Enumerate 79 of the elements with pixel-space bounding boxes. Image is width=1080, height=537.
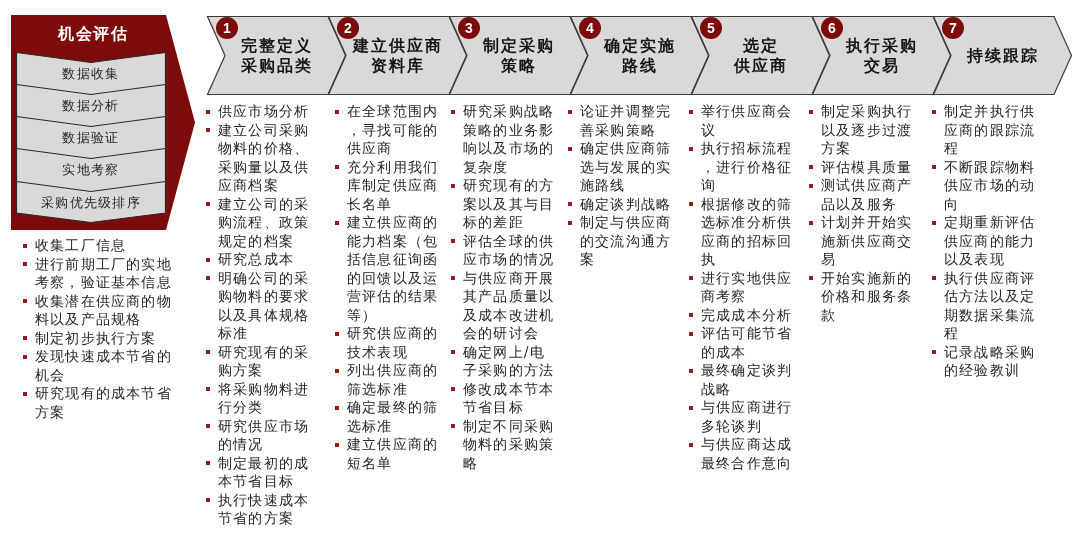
bullet-text: 进行前期工厂的实地考察，验证基本信息: [35, 254, 173, 292]
bullet-text: 确定网上/电子采购的方法: [463, 342, 556, 380]
bullet-text: 修改成本节本节省目标: [463, 379, 556, 417]
process-chevron: [933, 16, 1072, 95]
step-band: [16, 116, 166, 148]
bullet-text: 举行供应商会议: [701, 102, 794, 139]
bullet-text: 执行供应商评估方法以及定期数据采集流程: [944, 268, 1037, 343]
step-band: [16, 84, 166, 116]
process-chevron: [691, 16, 830, 95]
bullet-text: 发现快速成本节省的机会: [35, 347, 173, 384]
chevron-label: 持续跟踪: [967, 46, 1039, 66]
bullet-text: 列出供应商的筛选标准: [347, 361, 440, 398]
bullet-text: 测试供应商产品以及服务: [821, 176, 914, 213]
bullet-text: 建立公司的采购流程、政策规定的档案: [218, 194, 311, 250]
bullet-text: 制定并执行供应商的跟踪流程: [944, 102, 1037, 158]
chevron-label: 选定供应商: [734, 36, 788, 76]
chevron-label: 完整定义采购品类: [241, 36, 313, 76]
bullet-text: 评估可能节省的成本: [701, 324, 794, 361]
bullet-text: 充分利用我们库制定供应商长名单: [347, 157, 440, 213]
bullet-text: 执行招标流程，进行价格征询: [701, 139, 794, 195]
step-label: 采购优先级排序: [40, 195, 142, 211]
bullet-text: 最终确定谈判战略: [701, 361, 794, 398]
bullet-text: 不断跟踪物料供应市场的动向: [944, 157, 1037, 213]
bullet-text: 研究现有的方案以及其与目标的差距: [463, 176, 556, 232]
bullet-text: 建立供应商的短名单: [347, 435, 440, 472]
bullet-text: 研究总成本: [218, 250, 294, 269]
bullet-text: 供应市场分析: [218, 102, 310, 121]
bullet-text: 定期重新评估供应商的能力以及表现: [944, 213, 1037, 269]
process-chevron: [812, 16, 951, 95]
bullet-text: 与供应商达成最终合作意向: [701, 435, 794, 472]
bullet-text: 计划并开始实施新供应商交易: [821, 213, 914, 269]
bullet-text: 确定谈判战略: [580, 194, 672, 213]
bullet-text: 制定初步执行方案: [35, 328, 157, 347]
bullet-text: 研究现有的成本节省方案: [35, 384, 173, 421]
process-chevron: [328, 16, 467, 95]
bullet-text: 建立供应商的能力档案（包括信息征询函的回馈以及运营评估的结果等）: [347, 213, 440, 324]
bullet-text: 评估模具质量: [821, 157, 913, 176]
bullet-text: 研究供应商的技术表现: [347, 324, 440, 361]
step-band: [16, 148, 166, 181]
step-label: 实地考察: [62, 162, 120, 178]
bullet-text: 制定与供应商的交流沟通方案: [580, 213, 673, 269]
step-band: [16, 52, 166, 84]
chevron-label: 执行采购交易: [846, 36, 918, 76]
step-label: 数据收集: [62, 66, 120, 82]
bullet-text: 确定最终的筛选标准: [347, 398, 440, 435]
bullet-text: 制定不同采购物料的采购策略: [463, 416, 556, 472]
panel-heading: 机会评估: [58, 24, 128, 44]
bullet-text: 确定供应商筛选与发展的实施路线: [580, 139, 673, 195]
process-chevron: [449, 16, 588, 95]
chevron-label: 建立供应商资料库: [353, 36, 443, 76]
bullet-text: 根据修改的筛选标准分析供应商的招标回执: [701, 194, 794, 269]
bullet-text: 论证并调整完善采购策略: [580, 102, 673, 139]
chevron-label: 确定实施路线: [604, 36, 676, 76]
process-chevron: [570, 16, 709, 95]
step-band: [16, 181, 166, 223]
arrow-panel: [11, 15, 195, 230]
bullet-text: 将采购物料进行分类: [218, 379, 311, 417]
bullet-text: 记录战略采购的经验教训: [944, 342, 1037, 380]
chevron-label: 制定采购策略: [483, 36, 555, 76]
bullet-text: 执行快速成本节省的方案: [218, 490, 311, 528]
bullet-text: 与供应商进行多轮谈判: [701, 398, 794, 435]
bullet-text: 研究供应市场的情况: [218, 416, 311, 454]
bullet-text: 研究现有的采购方案: [218, 342, 311, 380]
bullet-text: 制定采购执行以及逐步过渡方案: [821, 102, 914, 158]
process-chevron: [207, 16, 346, 95]
bullet-text: 开始实施新的价格和服务条款: [821, 268, 914, 324]
bullet-text: 进行实地供应商考察: [701, 268, 794, 306]
bullet-text: 明确公司的采购物料的要求以及具体规格标准: [218, 268, 311, 343]
bullet-text: 研究采购战略策略的业务影响以及市场的复杂度: [463, 102, 556, 176]
step-label: 数据分析: [62, 98, 120, 114]
bullet-text: 完成成本分析: [701, 305, 793, 324]
bullet-text: 与供应商开展其产品质量以及成本改进机会的研讨会: [463, 268, 556, 343]
step-label: 数据验证: [62, 130, 120, 146]
bullet-text: 制定最初的成本节省目标: [218, 453, 311, 491]
bullet-text: 建立公司采购物料的价格、采购量以及供应商档案: [218, 120, 311, 195]
bullet-text: 收集潜在供应商的物料以及产品规格: [35, 291, 173, 329]
bullet-text: 收集工厂信息: [35, 236, 127, 255]
bullet-text: 评估全球的供应市场的情况: [463, 231, 556, 269]
bullet-text: 在全球范围内，寻找可能的供应商: [347, 102, 440, 158]
